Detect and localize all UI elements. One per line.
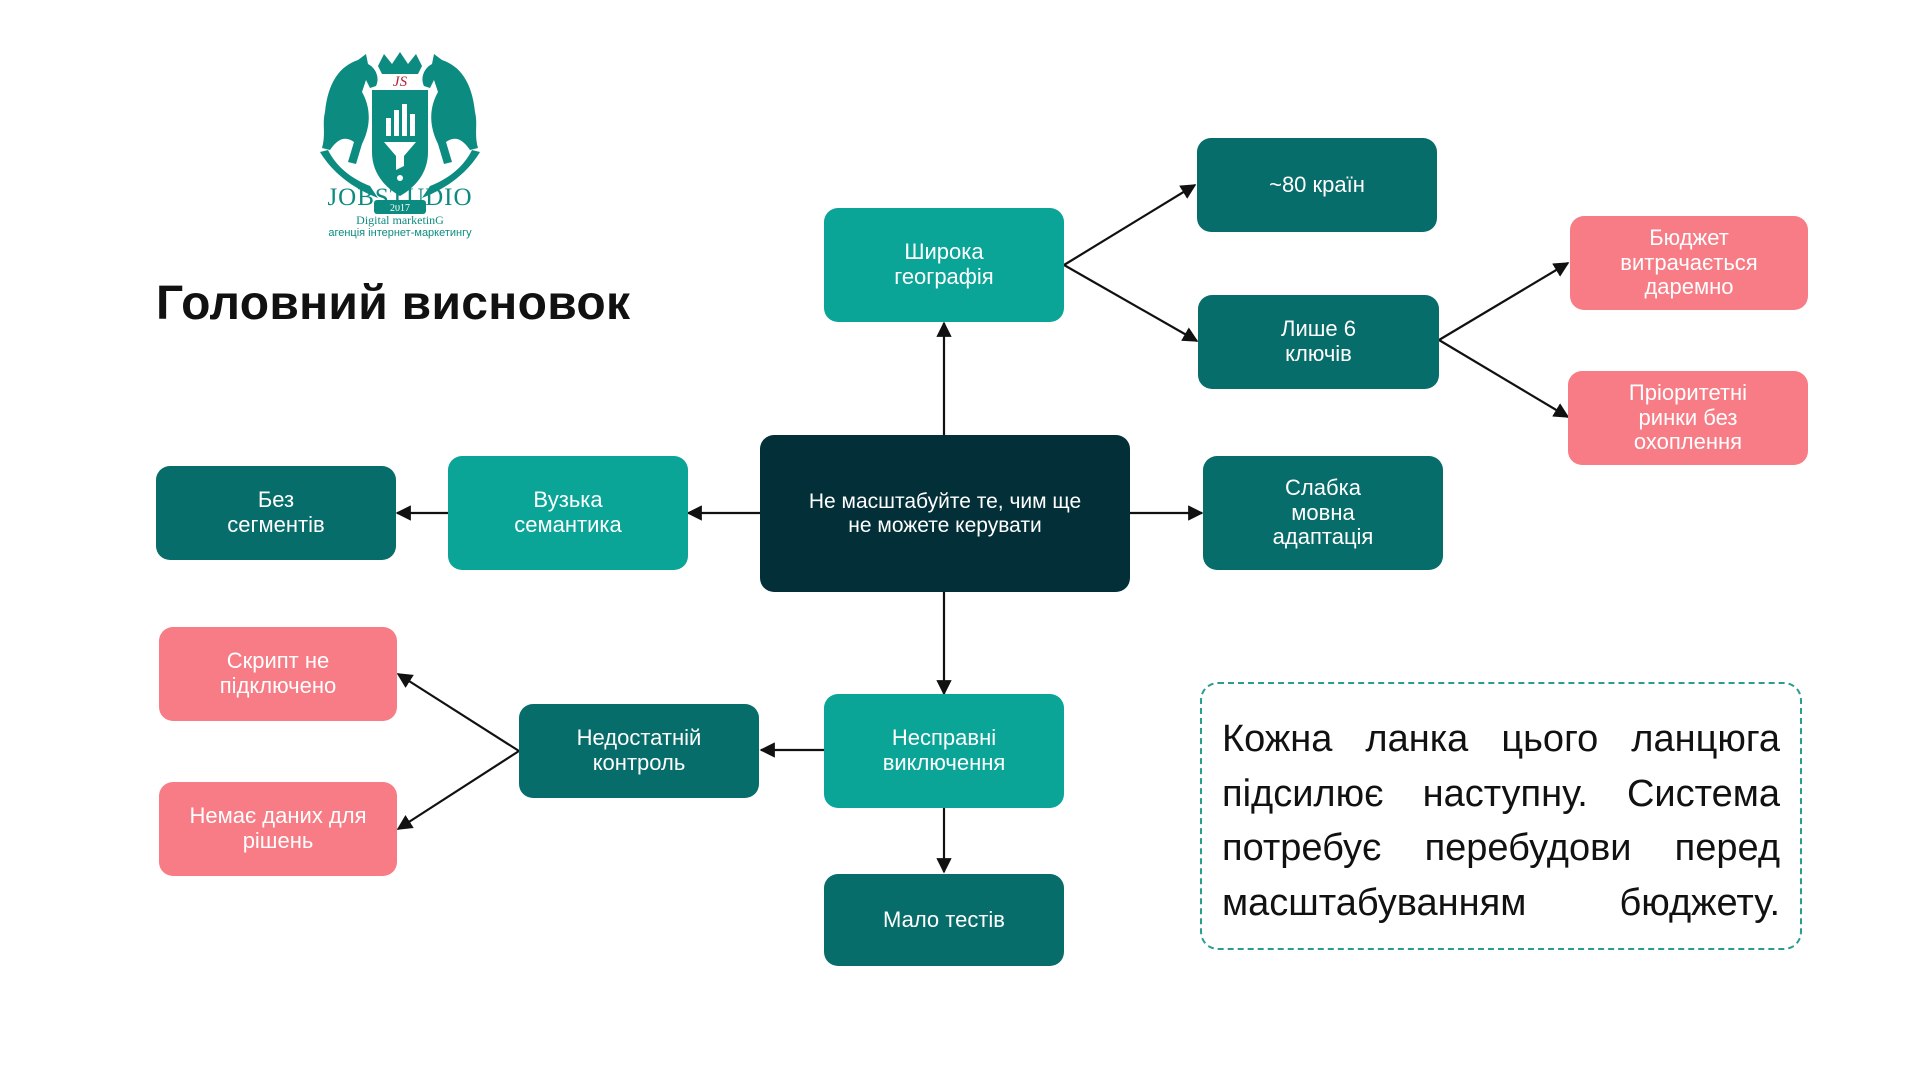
node-budget-wasted: Бюджет витрачається даремно bbox=[1570, 216, 1808, 310]
node-weak-control: Недостатній контроль bbox=[519, 704, 759, 798]
left-wing-leaf-icon bbox=[320, 150, 378, 198]
arrow-wide-geo-to-countries bbox=[1063, 184, 1197, 266]
arrow-wide-geo-to-six-keys bbox=[1063, 264, 1199, 342]
arrow-six-keys-to-priority bbox=[1438, 339, 1570, 418]
logo-year: 2017 bbox=[390, 203, 410, 214]
jobstudio-logo: JS 2017 bbox=[320, 52, 480, 214]
crown-icon bbox=[378, 52, 422, 74]
node-priority-markets: Пріоритетні ринки без охоплення bbox=[1568, 371, 1808, 465]
node-bad-exclusions: Несправні виключення bbox=[824, 694, 1064, 808]
node-narrow-sem: Вузька семантика bbox=[448, 456, 688, 570]
node-script-off: Скрипт не підключено bbox=[159, 627, 397, 721]
logo-agency: агенція інтернет-маркетингу bbox=[328, 227, 472, 239]
year-ribbon bbox=[374, 200, 426, 214]
node-no-data: Немає даних для рішень bbox=[159, 782, 397, 876]
funnel-icon bbox=[384, 142, 416, 170]
logo-monogram: JS bbox=[393, 74, 408, 90]
arrow-six-keys-to-budget bbox=[1438, 262, 1570, 341]
node-weak-lang: Слабка мовна адаптація bbox=[1203, 456, 1443, 570]
arrow-control-to-script bbox=[396, 673, 520, 752]
logo-brand: JOBSTUDIO bbox=[327, 184, 473, 211]
slide-title: Головний висновок bbox=[156, 277, 631, 330]
arrow-control-to-no-data bbox=[396, 750, 520, 830]
logo-tagline: Digital marketinG bbox=[356, 213, 444, 227]
left-horse-icon bbox=[322, 54, 378, 164]
node-countries: ~80 країн bbox=[1197, 138, 1437, 232]
node-no-segments: Без сегментів bbox=[156, 466, 396, 560]
node-center: Не масштабуйте те, чим ще не можете керу… bbox=[760, 435, 1130, 592]
node-wide-geo: Широка географія bbox=[824, 208, 1064, 322]
right-horse-icon bbox=[422, 54, 478, 164]
node-few-tests: Мало тестів bbox=[824, 874, 1064, 966]
right-wing-leaf-icon bbox=[422, 150, 480, 198]
conclusion-callout: Кожна ланка цього ланцюга підсилює насту… bbox=[1200, 682, 1802, 950]
node-six-keys: Лише 6 ключів bbox=[1198, 295, 1439, 389]
